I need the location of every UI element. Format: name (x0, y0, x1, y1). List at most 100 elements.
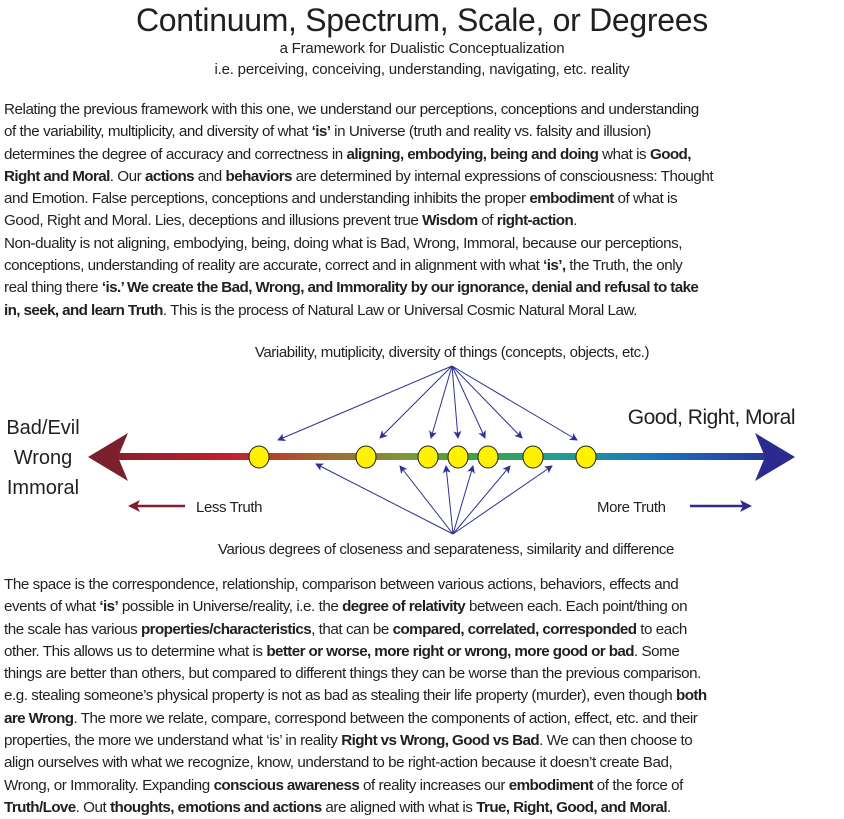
text-line: are Wrong. The more we relate, compare, … (4, 708, 707, 730)
emphasis-text: Right and Moral (4, 167, 110, 185)
spectrum-point (355, 445, 377, 469)
text-span: other. This allows us to determine what … (4, 642, 267, 660)
text-span: properties, the more we understand what … (4, 732, 342, 750)
text-line: things are better than others, but compa… (4, 663, 707, 685)
emphasis-text: aligning, embodying, being and doing (346, 145, 599, 163)
text-line: real thing there ‘is.’ We create the Bad… (4, 277, 713, 299)
label-immoral: Immoral (7, 477, 79, 499)
emphasis-text: actions (145, 167, 195, 185)
text-line: of the variability, multiplicity, and di… (4, 121, 713, 143)
emphasis-text: Truth/Love (4, 798, 76, 816)
text-line: other. This allows us to determine what … (4, 641, 707, 663)
text-span: what is (598, 145, 650, 163)
spectrum-point (477, 445, 499, 469)
spectrum-point (575, 445, 597, 469)
intro-paragraph: Relating the previous framework with thi… (4, 99, 714, 322)
text-span: Relating the previous framework with thi… (4, 101, 699, 118)
text-span: real thing there (4, 279, 102, 297)
text-span: the scale has various (4, 620, 141, 638)
emphasis-text: better or worse, more right or wrong, mo… (266, 642, 634, 660)
text-line: e.g. stealing someone’s physical propert… (4, 685, 707, 707)
emphasis-text: ‘is’ (99, 598, 119, 616)
label-wrong: Wrong (14, 447, 73, 469)
fan-arrow (452, 465, 475, 535)
less-truth-arrowhead-icon (128, 500, 140, 512)
emphasis-text: ‘is.’ We create the Bad, Wrong, and Immo… (101, 279, 699, 297)
emphasis-text: right-action (496, 212, 574, 230)
text-span: to each (636, 620, 687, 638)
emphasis-text: True, Right, Good, and Moral (476, 798, 667, 816)
fan-arrow (451, 365, 462, 439)
text-span: Good, Right and Moral. Lies, deceptions … (4, 212, 423, 230)
text-span: . The more we relate, compare, correspon… (73, 709, 698, 727)
fan-arrow (399, 465, 454, 535)
spectrum-point (417, 445, 439, 469)
fan-arrow (451, 365, 486, 439)
text-span: . Some (633, 642, 680, 660)
more-truth-label: More Truth (597, 499, 666, 516)
text-span: events of what (4, 598, 100, 616)
fan-arrow (429, 365, 453, 439)
text-span: Wrong, or Immorality. Expanding (4, 776, 214, 794)
top-fan-arrows (277, 365, 578, 441)
text-span: of the variability, multiplicity, and di… (4, 123, 312, 141)
fan-arrow (442, 465, 454, 535)
left-arrowhead-icon (88, 433, 128, 481)
emphasis-text: properties/characteristics (141, 620, 312, 638)
text-line: properties, the more we understand what … (4, 730, 707, 752)
spectrum-points (248, 445, 597, 469)
spectrum-line (118, 453, 768, 460)
text-line: determines the degree of accuracy and co… (4, 144, 713, 166)
text-line: conceptions, understanding of reality ar… (4, 255, 713, 277)
emphasis-text: behaviors (225, 167, 293, 185)
right-arrowhead-icon (755, 433, 795, 481)
emphasis-text: conscious awareness (213, 776, 360, 794)
text-span: between each. Each point/thing on (465, 598, 688, 616)
text-span: and Emotion. False perceptions, concepti… (4, 190, 530, 208)
emphasis-text: in, seek, and learn Truth (4, 301, 163, 319)
text-span: Non-duality is not aligning, embodying, … (4, 234, 683, 252)
text-span: the Truth, the only (565, 257, 683, 275)
text-span: are determined by internal expressions o… (291, 167, 714, 185)
subtitle-examples: i.e. perceiving, conceiving, understandi… (214, 61, 630, 78)
fan-arrow (277, 365, 453, 441)
emphasis-text: thoughts, emotions and actions (110, 798, 322, 816)
emphasis-text: Wisdom (422, 212, 478, 230)
less-truth-label: Less Truth (196, 499, 262, 516)
text-span: align ourselves with what we recognize, … (4, 754, 673, 772)
text-line: align ourselves with what we recognize, … (4, 752, 707, 774)
text-line: in, seek, and learn Truth. This is the p… (4, 300, 713, 322)
text-line: Truth/Love. Out thoughts, emotions and a… (4, 797, 707, 819)
text-line: and Emotion. False perceptions, concepti… (4, 188, 713, 210)
text-span: . We can then choose to (539, 732, 693, 750)
text-line: Wrong, or Immorality. Expanding consciou… (4, 775, 707, 797)
text-span: of the force of (593, 776, 684, 794)
text-span: . This is the process of Natural Law or … (162, 301, 638, 319)
text-line: Relating the previous framework with thi… (4, 99, 713, 121)
subtitle: a Framework for Dualistic Conceptualizat… (279, 40, 565, 57)
text-span: of (477, 212, 497, 230)
continuum-diagram: Variability, mutiplicity, diversity of t… (6, 344, 795, 558)
emphasis-text: Right vs Wrong, Good vs Bad (341, 732, 540, 750)
emphasis-text: embodiment (529, 190, 614, 208)
text-span: conceptions, understanding of reality ar… (4, 257, 544, 275)
text-span: of what is (613, 190, 678, 208)
spectrum-point (248, 445, 270, 469)
fan-arrow (452, 465, 553, 535)
label-bad-evil: Bad/Evil (6, 417, 79, 439)
emphasis-text: Good, (649, 145, 691, 163)
emphasis-text: both (676, 687, 707, 705)
emphasis-text: degree of relativity (342, 598, 466, 616)
fan-arrow (315, 463, 454, 535)
page-title: Continuum, Spectrum, Scale, or Degrees (136, 2, 708, 38)
spectrum-point (447, 445, 469, 469)
text-line: the scale has various properties/charact… (4, 619, 707, 641)
text-span: are aligned with what is (321, 798, 477, 816)
fan-arrow (451, 365, 523, 439)
text-line: Non-duality is not aligning, embodying, … (4, 233, 713, 255)
fan-arrow (451, 365, 578, 441)
text-line: The space is the correspondence, relatio… (4, 574, 707, 596)
text-span: and (194, 167, 226, 185)
text-line: events of what ‘is’ possible in Universe… (4, 596, 707, 618)
text-span: . Our (109, 167, 146, 185)
